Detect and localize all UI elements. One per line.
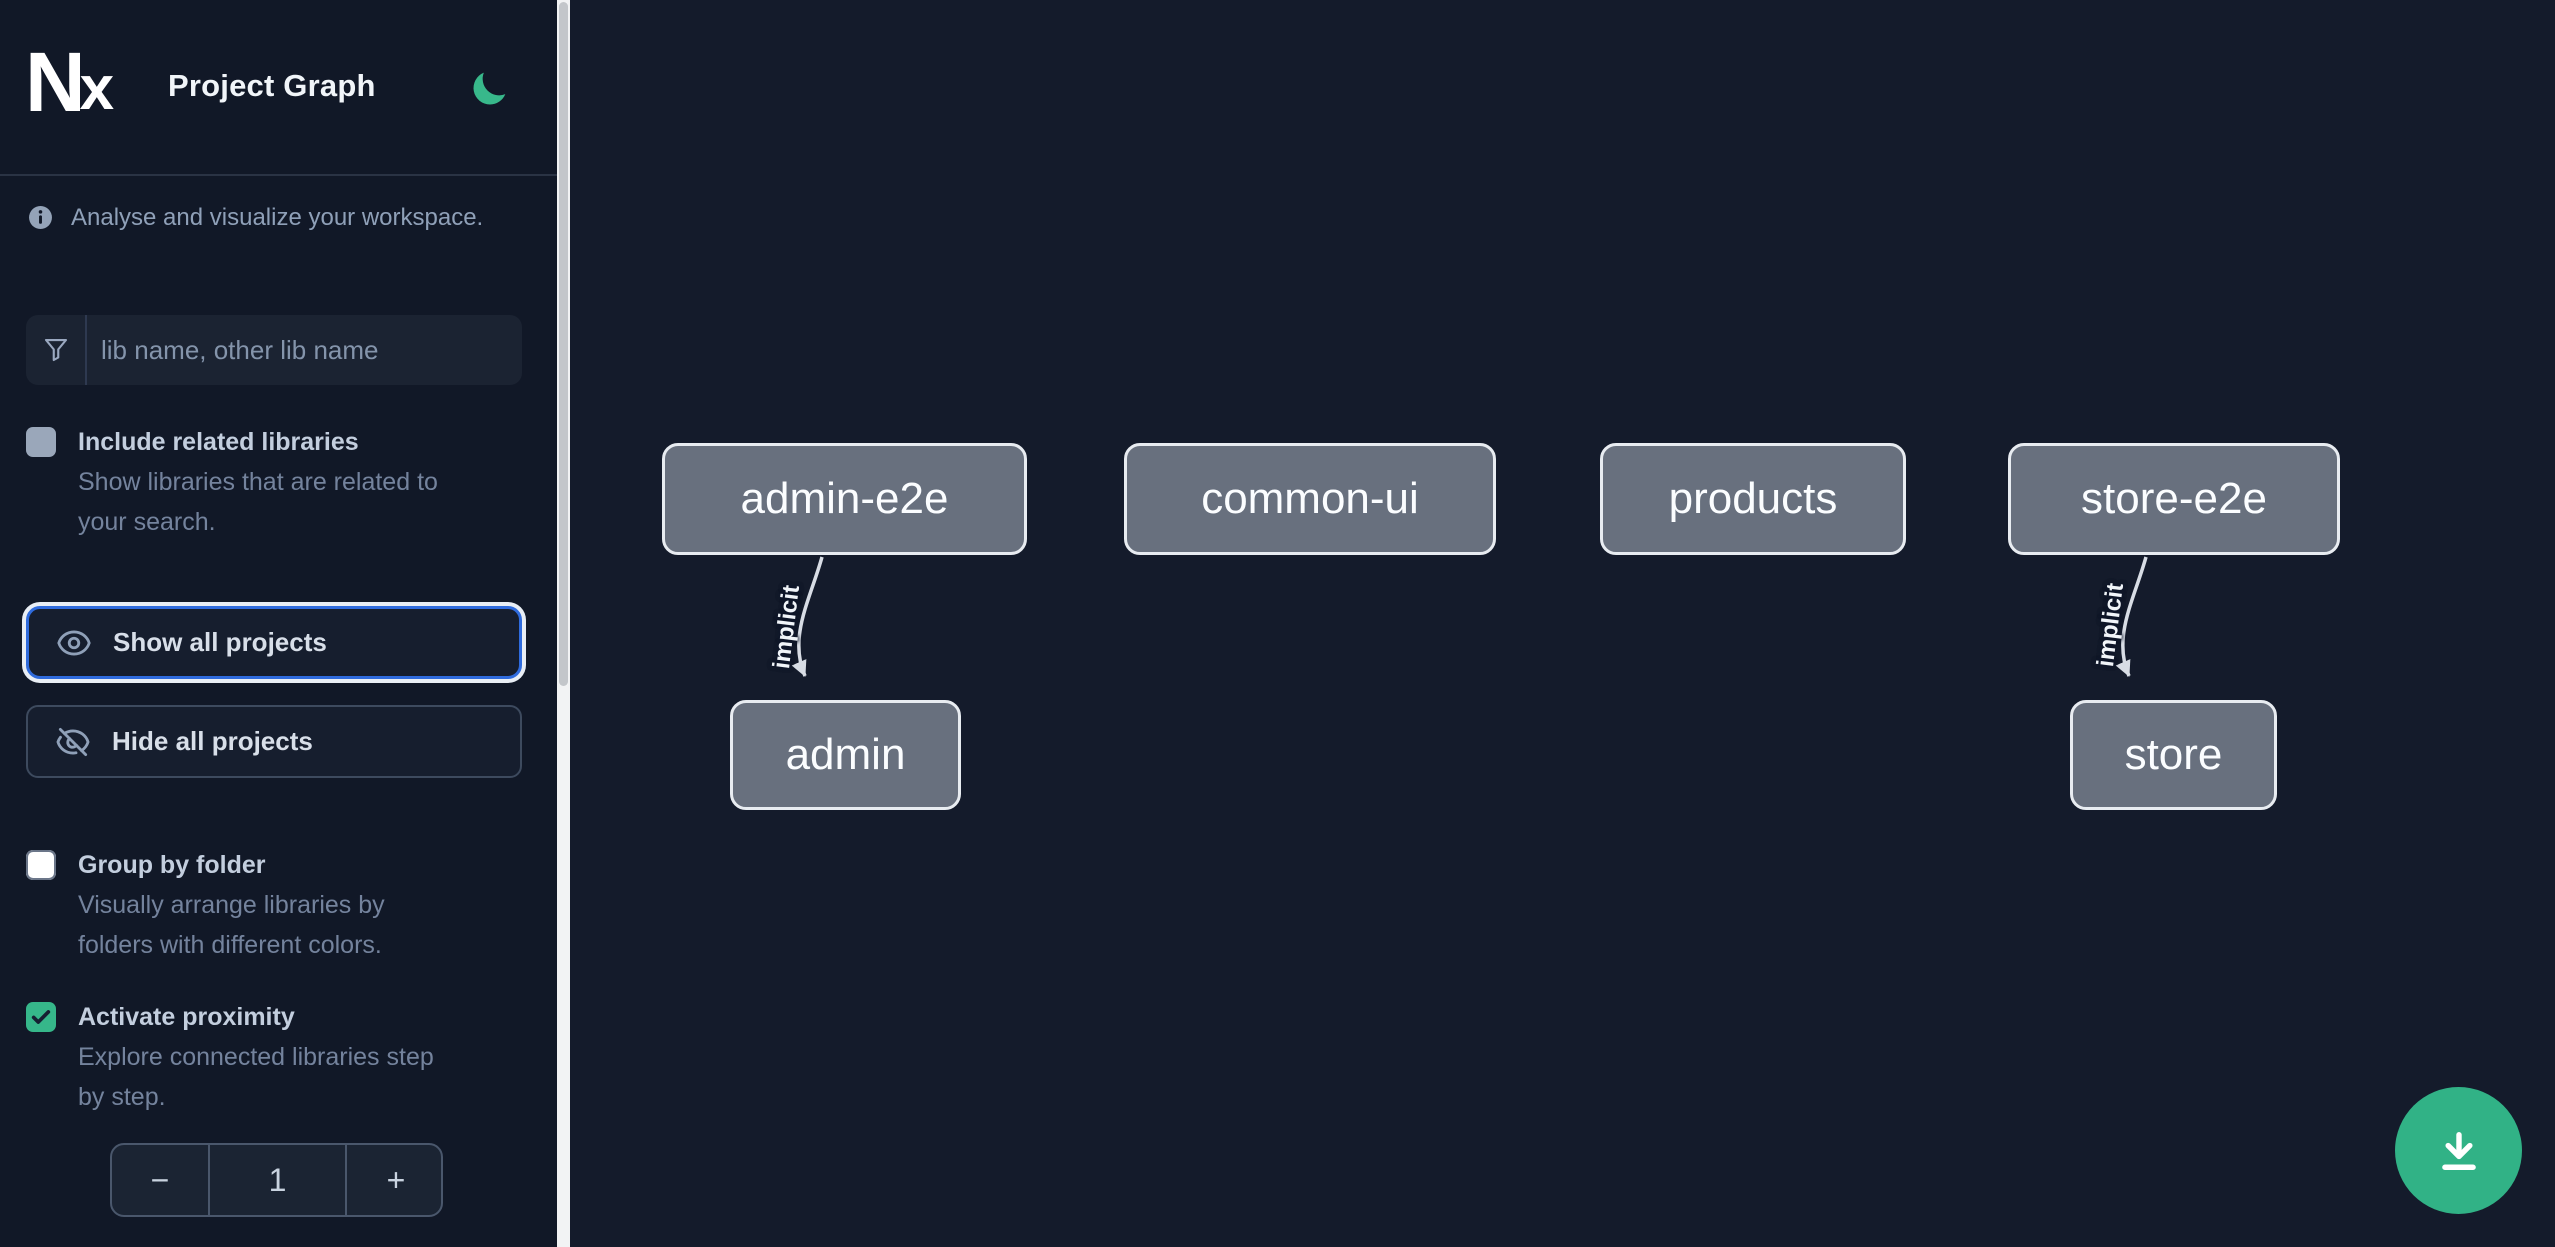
moon-icon (473, 72, 506, 105)
eye-icon (57, 629, 91, 656)
graph-node-common-ui[interactable]: common-ui (1124, 443, 1496, 555)
include-related-checkbox[interactable] (26, 427, 56, 457)
proximity-depth-stepper: − 1 + (110, 1143, 443, 1217)
group-by-folder-label: Group by folder (78, 851, 266, 879)
proximity-depth-value: 1 (208, 1145, 347, 1215)
activate-proximity-label: Activate proximity (78, 1003, 295, 1031)
edge-admin-e2e-to-admin (791, 556, 824, 677)
edges-layer (791, 556, 2148, 677)
graph-canvas[interactable]: admin-e2e common-ui products store-e2e a… (570, 0, 2555, 1247)
group-by-folder-checkbox[interactable] (26, 850, 56, 880)
sidebar-scrollbar-track[interactable] (557, 0, 570, 1247)
activate-proximity-checkbox[interactable] (26, 1002, 56, 1032)
intro-row: Analyse and visualize your workspace. (28, 202, 483, 234)
page-title: Project Graph (168, 68, 376, 103)
search-input[interactable] (87, 315, 522, 385)
intro-text: Analyse and visualize your workspace. (71, 204, 484, 231)
show-all-projects-button[interactable]: Show all projects (26, 606, 522, 679)
filter-icon-cell (26, 315, 87, 385)
option-group-by-folder: Group by folder Visually arrange librari… (26, 848, 526, 965)
include-related-description: Show libraries that are related to your … (78, 468, 438, 536)
option-include-related: Include related libraries Show libraries… (26, 425, 526, 542)
graph-node-admin[interactable]: admin (730, 700, 961, 810)
hide-all-projects-label: Hide all projects (112, 726, 313, 756)
search-box (26, 315, 522, 385)
sidebar-scrollbar-thumb[interactable] (559, 2, 568, 686)
show-all-projects-label: Show all projects (113, 627, 327, 657)
hide-all-projects-button[interactable]: Hide all projects (26, 705, 522, 778)
include-related-label: Include related libraries (78, 428, 359, 456)
option-activate-proximity: Activate proximity Explore connected lib… (26, 1000, 526, 1117)
activate-proximity-description: Explore connected libraries step by step… (78, 1043, 434, 1111)
decrement-button[interactable]: − (150, 1161, 170, 1198)
eye-off-icon (56, 727, 90, 756)
increment-button[interactable]: + (386, 1161, 406, 1198)
graph-node-store-e2e[interactable]: store-e2e (2008, 443, 2340, 555)
check-icon (31, 1010, 51, 1024)
info-icon (29, 206, 52, 229)
group-by-folder-description: Visually arrange libraries by folders wi… (78, 891, 385, 959)
nx-logo-letter-x: x (79, 54, 115, 123)
download-graph-button[interactable] (2395, 1087, 2522, 1214)
nx-logo-letter-n: N (25, 35, 86, 129)
graph-node-products[interactable]: products (1600, 443, 1906, 555)
edge-store-e2e-to-store (2115, 556, 2148, 677)
theme-toggle-button[interactable] (468, 66, 512, 110)
filter-funnel-icon (44, 338, 67, 362)
download-icon (2441, 1131, 2476, 1170)
graph-node-admin-e2e[interactable]: admin-e2e (662, 443, 1027, 555)
graph-node-store[interactable]: store (2070, 700, 2277, 810)
